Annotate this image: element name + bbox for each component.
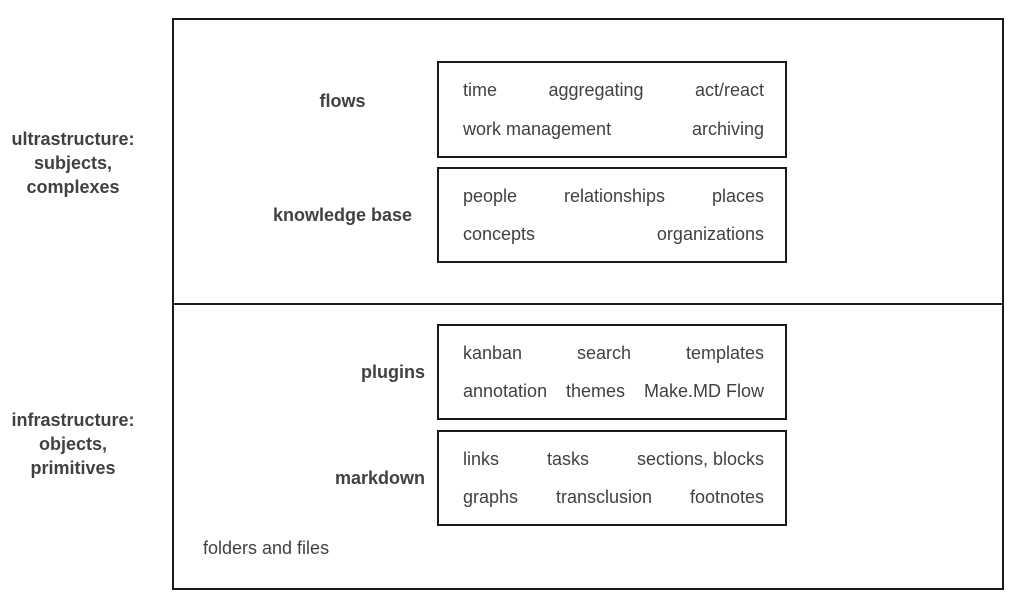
- term-search: search: [576, 343, 632, 363]
- term-time: time: [463, 80, 498, 101]
- term-row: graphs transclusion footnotes: [463, 486, 764, 508]
- term-row: links tasks sections, blocks: [463, 448, 764, 470]
- term-concepts: concepts: [463, 224, 536, 244]
- term-aggregating: aggregating: [548, 80, 644, 101]
- term-places: places: [711, 186, 764, 206]
- term-people: people: [463, 186, 518, 206]
- group-box-flows: time aggregating act/react work manageme…: [437, 61, 787, 158]
- term-act-react: act/react: [694, 80, 764, 101]
- term-tasks: tasks: [546, 449, 589, 469]
- left-label-line: complexes: [26, 177, 120, 197]
- term-graphs: graphs: [463, 487, 519, 507]
- term-templates: templates: [685, 343, 764, 363]
- term-links: links: [463, 449, 500, 469]
- group-label-flows: flows: [319, 91, 366, 111]
- term-archiving: archiving: [691, 118, 764, 139]
- term-sections-blocks: sections, blocks: [636, 449, 764, 469]
- term-make-md-flow: Make.MD Flow: [643, 381, 764, 401]
- left-label-line: ultrastructure:: [11, 129, 135, 149]
- group-label-knowledge-base: knowledge base: [272, 205, 413, 225]
- left-label-infrastructure: infrastructure: objects, primitives: [0, 408, 146, 480]
- left-label-line: primitives: [30, 458, 116, 478]
- group-box-knowledge-base: people relationships places concepts org…: [437, 167, 787, 263]
- left-label-line: subjects,: [33, 153, 113, 173]
- term-work-management: work management: [463, 118, 612, 139]
- term-row: annotation themes Make.MD Flow: [463, 380, 764, 402]
- group-label-plugins: plugins: [361, 362, 425, 382]
- footer-folders-and-files: folders and files: [203, 538, 330, 558]
- term-annotation: annotation: [463, 381, 548, 401]
- left-label-ultrastructure: ultrastructure: subjects, complexes: [0, 127, 146, 199]
- term-relationships: relationships: [563, 186, 666, 206]
- term-organizations: organizations: [656, 224, 764, 244]
- term-row: work management archiving: [463, 118, 764, 140]
- term-row: time aggregating act/react: [463, 79, 764, 101]
- term-row: people relationships places: [463, 185, 764, 207]
- group-box-markdown: links tasks sections, blocks graphs tran…: [437, 430, 787, 526]
- left-label-line: objects,: [38, 434, 108, 454]
- term-transclusion: transclusion: [555, 487, 653, 507]
- term-footnotes: footnotes: [689, 487, 764, 507]
- left-label-line: infrastructure:: [11, 410, 135, 430]
- group-box-plugins: kanban search templates annotation theme…: [437, 324, 787, 420]
- term-row: kanban search templates: [463, 342, 764, 364]
- group-label-markdown: markdown: [334, 468, 425, 488]
- term-row: concepts organizations: [463, 223, 764, 245]
- term-themes: themes: [566, 381, 626, 401]
- section-divider: [172, 303, 1004, 305]
- term-kanban: kanban: [463, 343, 523, 363]
